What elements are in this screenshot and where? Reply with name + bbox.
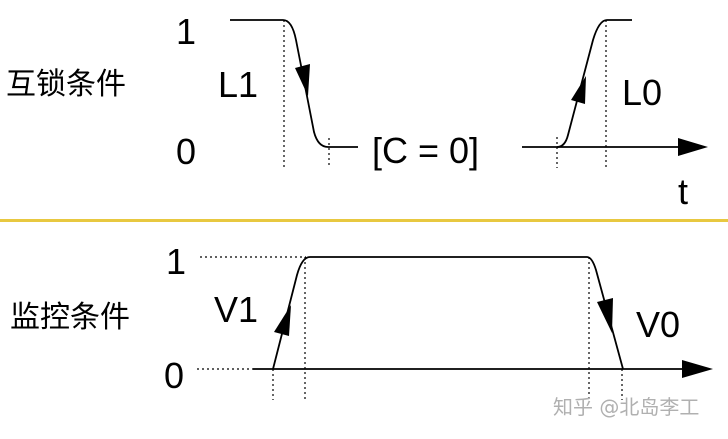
- monitoring-panel: 监控条件 1 0 V1 V0: [10, 241, 713, 400]
- l0-label: L0: [622, 72, 662, 113]
- bottom-y-low-label: 0: [164, 355, 184, 396]
- v1-label: V1: [214, 289, 258, 330]
- bottom-y-high-label: 1: [166, 241, 186, 282]
- v0-label: V0: [636, 304, 680, 345]
- interlock-panel: 互锁条件 1 0 L1 L0 [C = 0] t: [6, 11, 708, 212]
- time-axis-label: t: [678, 171, 688, 212]
- l0-up-arrow: [571, 76, 586, 104]
- top-y-low-label: 0: [176, 131, 196, 172]
- interlock-title: 互锁条件: [6, 67, 126, 102]
- monitoring-title: 监控条件: [10, 300, 130, 335]
- l0-signal-line: [556, 19, 632, 148]
- v0-down-arrow: [597, 298, 613, 333]
- panel-divider: [0, 219, 728, 222]
- l1-label: L1: [218, 64, 258, 105]
- l1-down-arrow: [295, 64, 310, 96]
- condition-label: [C = 0]: [372, 130, 479, 171]
- v-signal-line: [272, 256, 624, 370]
- watermark: 知乎 @北岛李工: [553, 395, 699, 419]
- top-y-high-label: 1: [176, 11, 196, 52]
- top-time-axis-arrow: [678, 138, 708, 156]
- bottom-time-axis-arrow: [682, 360, 713, 378]
- v1-up-arrow: [274, 305, 291, 336]
